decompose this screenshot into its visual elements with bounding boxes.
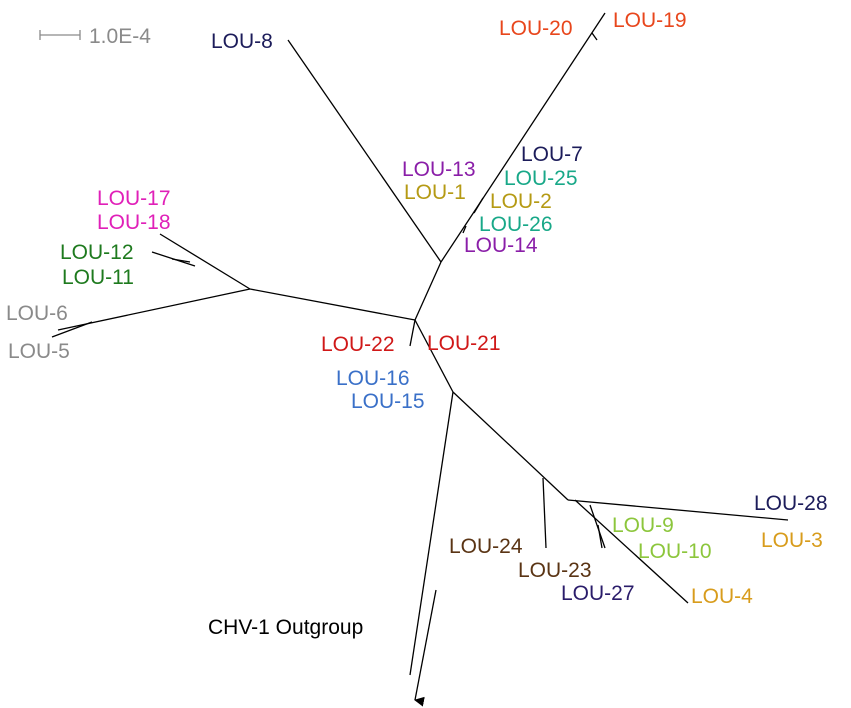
- leaf-label-outgroup: CHV-1 Outgroup: [208, 616, 363, 639]
- leaf-label-lou22: LOU-22: [321, 333, 395, 356]
- leaf-label-lou8: LOU-8: [211, 30, 273, 53]
- leaf-label-lou16: LOU-16: [336, 367, 410, 390]
- branch-core-lower: [414, 319, 454, 393]
- branch-lou13-lou1: [473, 197, 484, 214]
- leaf-label-lou11: LOU-11: [62, 266, 134, 289]
- leaf-label-lou24: LOU-24: [449, 535, 523, 558]
- branch-lou5: [51, 321, 93, 338]
- leaf-label-lou25: LOU-25: [504, 167, 578, 190]
- tree-branches: [51, 12, 789, 707]
- leaf-label-lou10: LOU-10: [638, 540, 712, 563]
- scale-bar: [39, 30, 81, 40]
- branch-lou14: [462, 225, 467, 234]
- branch-lou4: [574, 499, 689, 604]
- branch-upper-right: [440, 12, 606, 263]
- leaf-label-lou13: LOU-13: [402, 158, 476, 181]
- branch-lower-right: [452, 391, 569, 501]
- leaf-label-lou5: LOU-5: [8, 340, 70, 363]
- branch-lou23: [589, 504, 606, 549]
- leaf-label-lou15: LOU-15: [351, 390, 425, 413]
- leaf-label-lou6: LOU-6: [6, 302, 68, 325]
- leaf-label-lou7: LOU-7: [521, 143, 583, 166]
- leaf-label-lou9: LOU-9: [612, 514, 674, 537]
- branch-lou22-lou21: [409, 319, 416, 347]
- leaf-label-lou14: LOU-14: [464, 234, 538, 257]
- leaf-label-lou23: LOU-23: [518, 559, 592, 582]
- branch-outgroup: [409, 391, 454, 676]
- branch-outgroup-arrow: [414, 589, 437, 707]
- leaf-label-lou19: LOU-19: [613, 9, 687, 32]
- leaf-label-lou27: LOU-27: [561, 582, 635, 605]
- leaf-label-lou20: LOU-20: [499, 17, 573, 40]
- branch-lou28-lou3: [567, 499, 789, 521]
- leaf-label-lou18: LOU-18: [97, 211, 171, 234]
- leaf-label-lou12: LOU-12: [60, 241, 134, 264]
- leaf-label-lou3: LOU-3: [761, 529, 823, 552]
- branch-lou20: [591, 32, 598, 41]
- branch-lou17-lou18: [159, 233, 251, 290]
- leaf-label-lou2: LOU-2: [490, 190, 552, 213]
- branch-lou12-twig: [171, 258, 191, 263]
- leaf-label-lou4: LOU-4: [691, 585, 753, 608]
- leaf-label-lou17: LOU-17: [97, 187, 171, 210]
- leaf-label-lou1: LOU-1: [404, 181, 466, 204]
- leaf-label-lou28: LOU-28: [754, 492, 828, 515]
- branch-lou8: [287, 39, 442, 263]
- branch-lou24: [542, 477, 547, 549]
- leaf-label-lou26: LOU-26: [479, 213, 553, 236]
- branch-lou27: [597, 524, 603, 549]
- scale-bar-label: 1.0E-4: [89, 25, 151, 48]
- leaf-label-lou21: LOU-21: [427, 332, 501, 355]
- branch-to-left-clade: [249, 288, 416, 321]
- branch-core-upper: [414, 261, 442, 321]
